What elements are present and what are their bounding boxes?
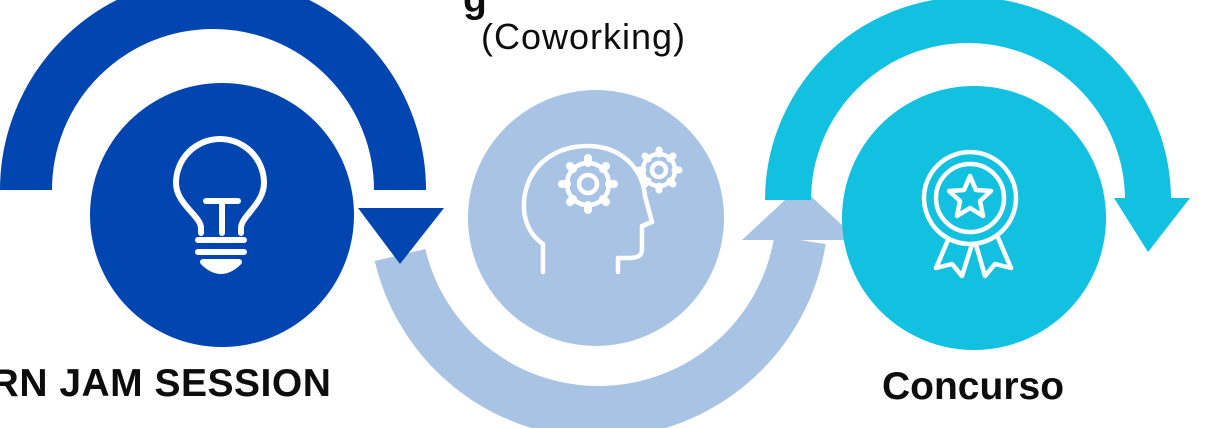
arrowhead-step2 (742, 186, 858, 240)
head-gears-icon (521, 143, 683, 275)
award-medal-icon (921, 149, 1019, 279)
arrowhead-step1 (358, 208, 444, 264)
gear-small-icon (635, 146, 683, 194)
step2-sublabel: (Coworking) (481, 16, 687, 57)
arrowhead-step3 (1114, 198, 1190, 252)
step1-label: ARN JAM SESSION (0, 362, 332, 405)
gear-large-icon (558, 154, 618, 214)
arc-connector-step2 (374, 235, 826, 428)
lightbulb-icon (173, 136, 267, 274)
step3-label: Concurso (882, 365, 1065, 408)
arc-connector-step1 (0, 0, 426, 191)
arc-connector-step3 (765, 0, 1171, 201)
step2-label: g (463, 0, 487, 22)
step2-circle (468, 90, 724, 346)
